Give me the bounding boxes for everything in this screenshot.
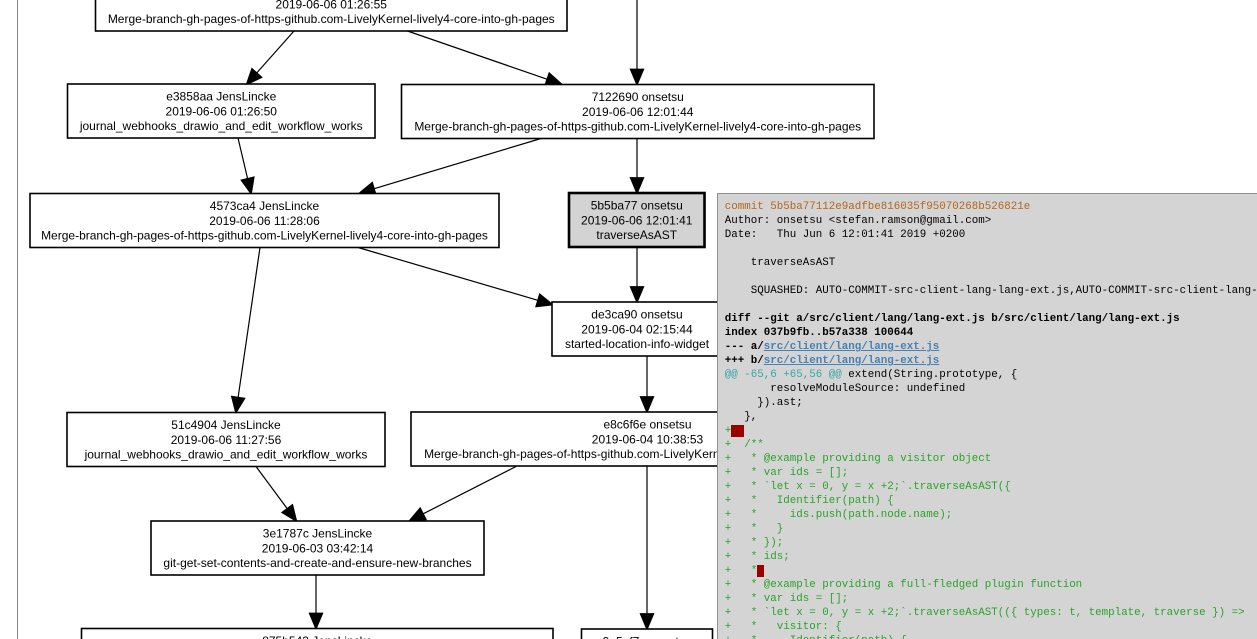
svg-text:traverseAsAST: traverseAsAST — [596, 228, 677, 242]
svg-text:5b5ba77 onsetsu: 5b5ba77 onsetsu — [591, 199, 683, 213]
svg-text:2019-06-06 01:26:50: 2019-06-06 01:26:50 — [166, 104, 278, 118]
svg-text:Merge-branch-gh-pages-of-https: Merge-branch-gh-pages-of-https-github.co… — [41, 228, 488, 242]
svg-text:875b543 JensLincke: 875b543 JensLincke — [262, 634, 372, 639]
svg-text:2019-06-06 12:01:41: 2019-06-06 12:01:41 — [581, 213, 693, 227]
svg-text:e8c6f6e onsetsu: e8c6f6e onsetsu — [603, 418, 691, 432]
svg-text:4573ca4 JensLincke: 4573ca4 JensLincke — [210, 199, 320, 213]
svg-text:de3ca90 onsetsu: de3ca90 onsetsu — [591, 308, 682, 322]
svg-text:2019-06-06 12:01:44: 2019-06-06 12:01:44 — [582, 105, 694, 119]
svg-text:2019-06-03 03:42:14: 2019-06-03 03:42:14 — [262, 541, 374, 555]
svg-text:3e1787c JensLincke: 3e1787c JensLincke — [263, 527, 373, 541]
svg-text:9e5af7a onsetsu: 9e5af7a onsetsu — [603, 635, 692, 639]
svg-text:e3858aa JensLincke: e3858aa JensLincke — [166, 90, 276, 104]
svg-text:2019-06-04 02:15:44: 2019-06-04 02:15:44 — [581, 322, 693, 336]
svg-text:51c4904 JensLincke: 51c4904 JensLincke — [171, 418, 281, 432]
svg-text:2019-06-06 01:26:55: 2019-06-06 01:26:55 — [276, 0, 388, 11]
svg-text:started-location-info-widget: started-location-info-widget — [565, 337, 710, 351]
svg-text:2019-06-06 11:28:06: 2019-06-06 11:28:06 — [209, 214, 320, 228]
svg-text:git-get-set-contents-and-creat: git-get-set-contents-and-create-and-ensu… — [163, 556, 471, 570]
svg-text:journal_webhooks_drawio_and_ed: journal_webhooks_drawio_and_edit_workflo… — [84, 447, 368, 461]
svg-text:7122690 onsetsu: 7122690 onsetsu — [592, 90, 684, 104]
svg-text:2019-06-06 11:27:56: 2019-06-06 11:27:56 — [171, 433, 282, 447]
svg-text:Merge-branch-gh-pages-of-https: Merge-branch-gh-pages-of-https-github.co… — [414, 119, 861, 133]
svg-text:2019-06-04 10:38:53: 2019-06-04 10:38:53 — [592, 432, 704, 446]
svg-text:journal_webhooks_drawio_and_ed: journal_webhooks_drawio_and_edit_workflo… — [79, 119, 363, 133]
svg-text:Merge-branch-gh-pages-of-https: Merge-branch-gh-pages-of-https-github.co… — [108, 12, 555, 26]
